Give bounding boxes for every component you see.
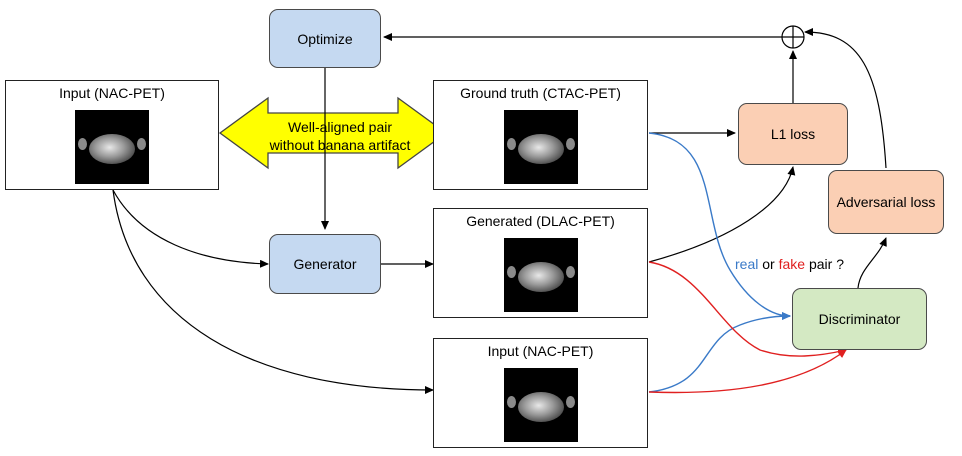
adversarial-loss-node: Adversarial loss: [828, 170, 944, 234]
discriminator-node: Discriminator: [792, 288, 927, 350]
pet-scan-image: [503, 238, 578, 312]
arrow-input-to-generator: [112, 189, 269, 268]
input-panel-top-title: Input (NAC-PET): [59, 85, 165, 101]
adversarial-loss-label: Adversarial loss: [836, 194, 936, 210]
arrow-generated-to-l1: [648, 166, 796, 263]
discriminator-label: Discriminator: [818, 311, 901, 327]
generated-panel-title: Generated (DLAC-PET): [466, 213, 615, 229]
arrow-adversarial-to-sum: [804, 28, 887, 169]
arrow-discriminator-to-adversarial: [857, 237, 887, 289]
pair-suffix: pair ?: [808, 256, 844, 272]
ground-truth-panel-title: Ground truth (CTAC-PET): [460, 85, 621, 101]
sum-circle-icon: [781, 25, 805, 49]
generated-panel: Generated (DLAC-PET): [433, 208, 648, 318]
arrow-input-to-input-bottom: [112, 189, 434, 394]
pet-scan-image: [503, 368, 578, 442]
arrow-real-groundtruth-to-discriminator: [648, 132, 791, 320]
generator-label: Generator: [293, 256, 357, 272]
arrow-fake-generated-to-discriminator: [648, 261, 847, 357]
input-panel-bottom: Input (NAC-PET): [433, 338, 648, 448]
arrow-real-input-to-discriminator: [648, 312, 791, 393]
pet-scan-image: [503, 110, 578, 184]
optimize-node: Optimize: [269, 9, 381, 68]
pet-scan-image: [75, 110, 149, 184]
optimize-label: Optimize: [297, 30, 353, 47]
or-word: or: [762, 256, 775, 272]
real-word: real: [735, 256, 759, 272]
input-panel-top: Input (NAC-PET): [5, 80, 219, 190]
generator-node: Generator: [269, 234, 381, 294]
l1-loss-node: L1 loss: [738, 103, 848, 165]
l1-loss-label: L1 loss: [770, 126, 816, 142]
double-arrow-line1: Well-aligned pair: [287, 119, 392, 135]
real-or-fake-question: real or fake pair ?: [735, 256, 844, 272]
arrow-fake-input-to-discriminator: [648, 349, 847, 394]
ground-truth-panel: Ground truth (CTAC-PET): [433, 80, 648, 190]
double-arrow-text: Well-aligned pair without banana artifac…: [240, 118, 440, 154]
input-panel-bottom-title: Input (NAC-PET): [487, 343, 594, 359]
fake-word: fake: [778, 256, 806, 272]
double-arrow-line2: without banana artifact: [269, 137, 411, 153]
